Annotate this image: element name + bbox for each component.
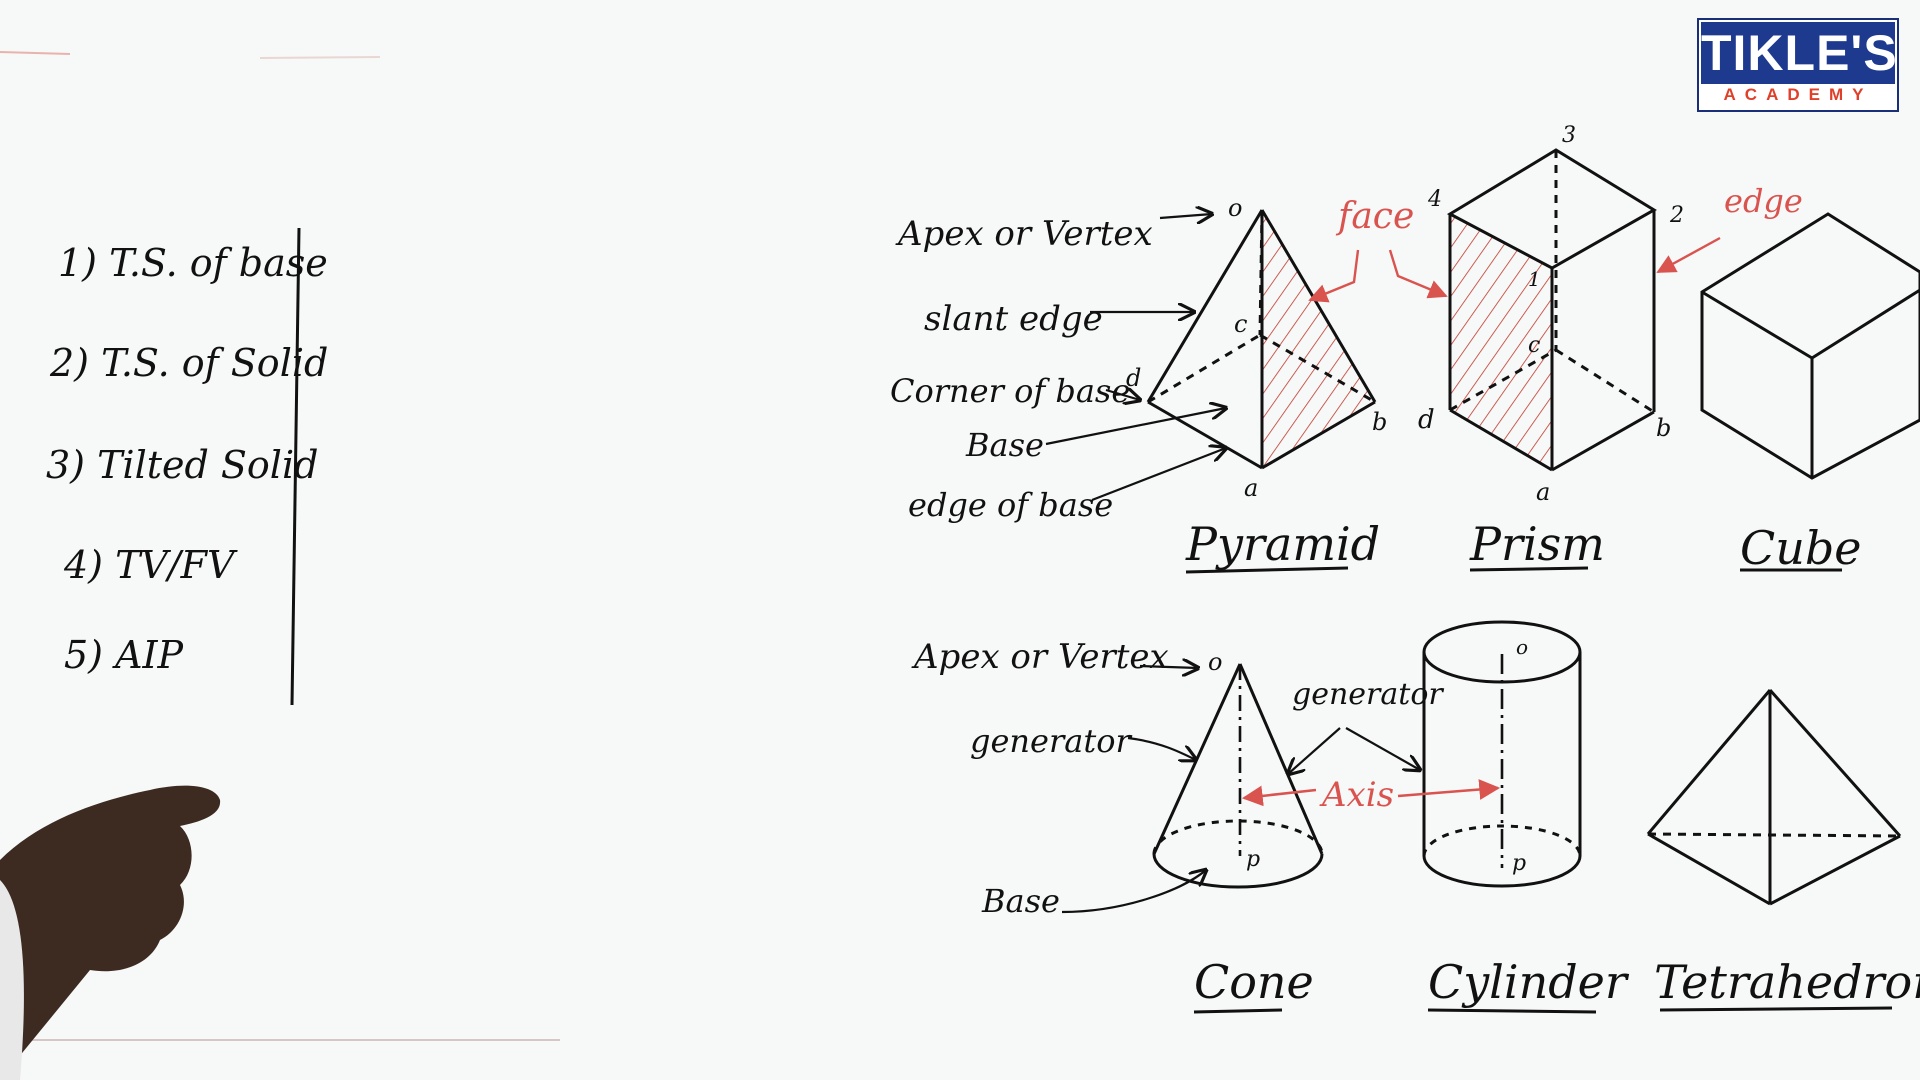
pyramid-c: c bbox=[1234, 310, 1247, 338]
prism-3: 3 bbox=[1562, 123, 1576, 148]
prism-1: 1 bbox=[1528, 267, 1541, 291]
prism-underline bbox=[1469, 566, 1589, 572]
pyramid-slant-edge-label: slant edge bbox=[924, 299, 1103, 339]
logo-sub: ACADEMY bbox=[1723, 85, 1873, 104]
pyramid-a: a bbox=[1244, 474, 1258, 502]
tetrahedron-title: Tetrahedron bbox=[1654, 955, 1920, 1009]
cone-base-label: Base bbox=[981, 882, 1060, 920]
cube-diagram bbox=[1700, 212, 1920, 480]
cone-o: o bbox=[1208, 648, 1222, 676]
cone-underline bbox=[1193, 1008, 1283, 1014]
topic-list: 1) T.S. of base 2) T.S. of Solid 3) Tilt… bbox=[46, 227, 328, 706]
prism-title: Prism bbox=[1469, 517, 1605, 571]
pyramid-apex-label: Apex or Vertex bbox=[895, 214, 1153, 254]
list-item-5: 5) AIP bbox=[64, 633, 185, 677]
prism-a: a bbox=[1536, 478, 1550, 506]
face-label: face bbox=[1335, 196, 1414, 237]
edge-label: edge bbox=[1724, 182, 1803, 220]
cone-arrows bbox=[1061, 666, 1206, 914]
cylinder-underline bbox=[1427, 1008, 1597, 1014]
cylinder-title: Cylinder bbox=[1428, 955, 1630, 1009]
prism-diagram bbox=[1446, 148, 1657, 472]
cone-apex-label: Apex or Vertex bbox=[911, 637, 1169, 677]
pyramid-b: b bbox=[1372, 408, 1387, 436]
pyramid-arrows bbox=[1045, 214, 1226, 502]
cone-title: Cone bbox=[1194, 955, 1314, 1009]
presenter-hand bbox=[0, 785, 221, 1080]
cylinder-labels: o p generator Axis bbox=[1292, 635, 1528, 876]
pyramid-d: d bbox=[1126, 364, 1141, 392]
cylinder-o: o bbox=[1516, 635, 1528, 659]
pyramid-o: o bbox=[1228, 194, 1242, 222]
tikles-academy-logo: TIKLE'S ACADEMY bbox=[1697, 18, 1899, 112]
axis-label: Axis bbox=[1319, 775, 1394, 815]
cone-p: p bbox=[1246, 847, 1260, 872]
cylinder-p: p bbox=[1512, 851, 1526, 876]
prism-labels: 3 4 2 1 c d b a edge bbox=[1418, 123, 1803, 506]
pyramid-underline bbox=[1185, 566, 1349, 574]
list-item-3: 3) Tilted Solid bbox=[46, 443, 318, 487]
prism-4: 4 bbox=[1427, 187, 1442, 212]
pyramid-diagram bbox=[1146, 209, 1377, 470]
list-item-4: 4) TV/FV bbox=[63, 543, 238, 587]
pyramid-base-label: Base bbox=[965, 426, 1044, 464]
pyramid-labels: Apex or Vertex o slant edge Corner of ba… bbox=[890, 194, 1414, 524]
prism-d: d bbox=[1418, 405, 1435, 435]
cone-labels: Apex or Vertex o generator p Base bbox=[911, 637, 1260, 920]
face-arrows bbox=[1308, 249, 1448, 303]
list-item-1: 1) T.S. of base bbox=[58, 241, 328, 285]
axis-arrows bbox=[1241, 779, 1501, 807]
tetrahedron-underline bbox=[1659, 1006, 1893, 1012]
cylinder-generator-label: generator bbox=[1292, 677, 1444, 712]
list-divider bbox=[290, 227, 301, 706]
generator-arrows bbox=[1288, 727, 1420, 774]
pyramid-corner-label: Corner of base bbox=[890, 372, 1130, 410]
prism-2: 2 bbox=[1669, 203, 1684, 228]
cylinder-diagram bbox=[1422, 620, 1582, 888]
tetrahedron-diagram bbox=[1646, 689, 1902, 906]
cube-title: Cube bbox=[1740, 521, 1862, 575]
cone-generator-label: generator bbox=[970, 722, 1132, 760]
logo-brand: TIKLE'S bbox=[1701, 22, 1897, 84]
pyramid-title: Pyramid bbox=[1185, 517, 1380, 571]
prism-c: c bbox=[1528, 333, 1540, 358]
prism-b: b bbox=[1656, 414, 1671, 442]
list-item-2: 2) T.S. of Solid bbox=[49, 341, 328, 385]
pyramid-edge-of-base-label: edge of base bbox=[908, 486, 1113, 524]
edge-arrow bbox=[1656, 236, 1721, 274]
